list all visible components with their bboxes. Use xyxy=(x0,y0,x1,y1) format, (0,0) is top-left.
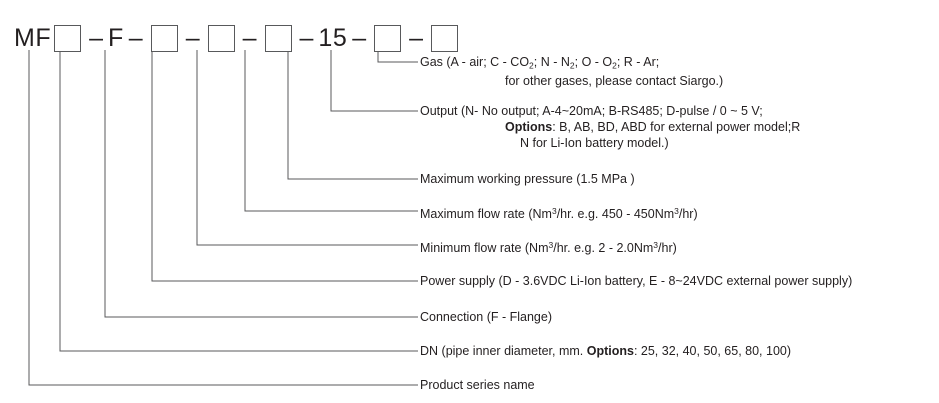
code-segment-mf: MF xyxy=(14,23,52,52)
subscript-2-n2: 2 xyxy=(569,60,575,71)
leader-connection xyxy=(104,50,418,318)
callout-output: Output (N- No output; A-4~20mA; B-RS485;… xyxy=(420,103,800,151)
leader-max-pressure xyxy=(287,50,418,180)
model-code-row: MF – F – – – – 15 – – xyxy=(14,18,461,58)
subscript-2-o2: 2 xyxy=(612,60,617,71)
callout-gas: Gas (A - air; C - CO2; N - N2; O - O2; R… xyxy=(420,54,723,89)
superscript-3-minflow-2: 3 xyxy=(653,240,659,250)
callout-power-supply: Power supply (D - 3.6VDC Li-Ion battery,… xyxy=(420,273,852,289)
callout-dn-line1: DN (pipe inner diameter, mm. Options: 25… xyxy=(420,344,792,358)
superscript-3-maxflow-1: 3 xyxy=(551,206,557,216)
leader-dn xyxy=(59,50,418,352)
subscript-2-co2: 2 xyxy=(529,60,534,71)
options-label-output: Options xyxy=(505,120,553,134)
leader-min-flow xyxy=(196,50,418,246)
callout-connection-line1: Connection (F - Flange) xyxy=(420,310,553,324)
callout-connection: Connection (F - Flange) xyxy=(420,309,552,325)
leader-power-supply xyxy=(151,50,418,282)
leader-max-flow xyxy=(244,50,418,212)
callout-min-flow: Minimum flow rate (Nm3/hr. e.g. 2 - 2.0N… xyxy=(420,237,677,256)
code-dash-4: – xyxy=(242,23,257,52)
leader-product-series xyxy=(28,50,418,386)
superscript-3-maxflow-2: 3 xyxy=(674,206,679,216)
code-dash-3: – xyxy=(185,23,200,52)
code-box-power-supply[interactable] xyxy=(150,24,178,52)
code-box-output[interactable] xyxy=(374,24,402,52)
code-dash-1: – xyxy=(89,23,104,52)
options-label-dn: Options xyxy=(586,344,634,358)
callout-output-line1: Output (N- No output; A-4~20mA; B-RS485;… xyxy=(420,104,763,118)
code-box-min-flow[interactable] xyxy=(207,24,235,52)
callout-power-supply-line1: Power supply (D - 3.6VDC Li-Ion battery,… xyxy=(420,274,853,288)
code-dash-7: – xyxy=(409,23,424,52)
callout-max-pressure: Maximum working pressure (1.5 MPa ) xyxy=(420,171,635,187)
code-box-max-flow[interactable] xyxy=(264,24,292,52)
code-segment-pressure: 15 xyxy=(318,23,348,52)
callout-max-flow: Maximum flow rate (Nm3/hr. e.g. 450 - 45… xyxy=(420,203,698,222)
callout-dn: DN (pipe inner diameter, mm. Options: 25… xyxy=(420,343,791,359)
callout-max-flow-line1: Maximum flow rate (Nm3/hr. e.g. 450 - 45… xyxy=(420,206,698,221)
callout-min-flow-line1: Minimum flow rate (Nm3/hr. e.g. 2 - 2.0N… xyxy=(420,240,677,255)
code-dash-2: – xyxy=(128,23,143,52)
code-box-dn[interactable] xyxy=(54,24,82,52)
code-segment-connection: F xyxy=(108,23,124,52)
callout-max-pressure-line1: Maximum working pressure (1.5 MPa ) xyxy=(420,172,635,186)
callout-product-series: Product series name xyxy=(420,377,535,393)
code-dash-5: – xyxy=(299,23,314,52)
callout-output-line2: Options: B, AB, BD, ABD for external pow… xyxy=(505,120,801,134)
code-dash-6: – xyxy=(352,23,367,52)
superscript-3-minflow-1: 3 xyxy=(548,240,554,250)
code-box-gas[interactable] xyxy=(431,24,459,52)
callout-product-series-line1: Product series name xyxy=(420,378,535,392)
callout-gas-line1: Gas (A - air; C - CO2; N - N2; O - O2; R… xyxy=(420,55,660,71)
callout-gas-line2: for other gases, please contact Siargo.) xyxy=(505,74,724,89)
leader-output xyxy=(330,50,418,112)
callout-output-line3: N for Li-Ion battery model.) xyxy=(520,136,669,150)
leader-gas xyxy=(377,50,418,63)
